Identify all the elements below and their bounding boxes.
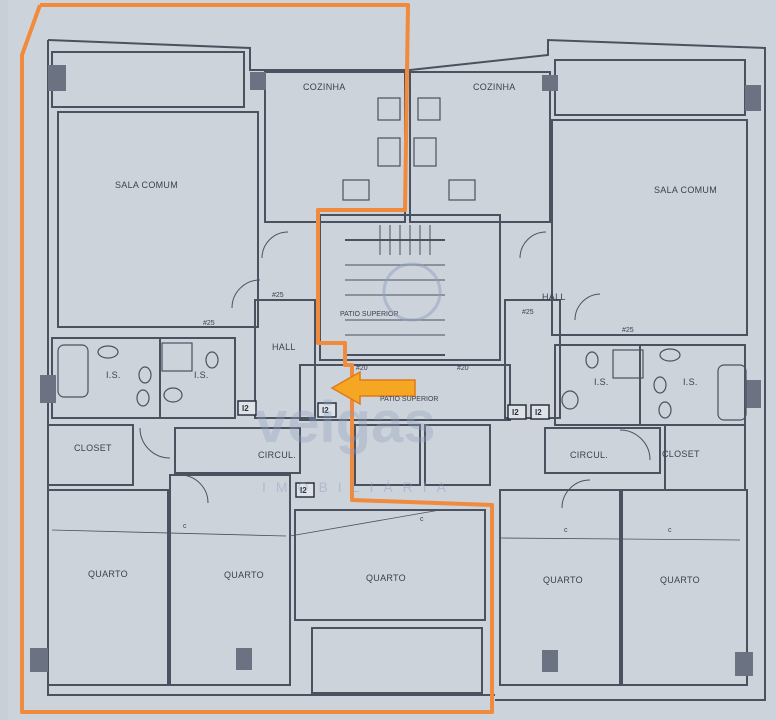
columns [30, 65, 761, 676]
room-label-landing: PATIO SUPERIOR [380, 396, 438, 403]
watermark-globe-icon [382, 262, 442, 322]
stair-treads [345, 225, 445, 336]
room-label-patio: PATIO SUPERIOR [340, 311, 398, 318]
dimension-tag: #25 [622, 327, 634, 334]
fixtures [57, 97, 747, 421]
entrance-arrow [330, 370, 416, 406]
room-label-quarto-1: QUARTO [88, 569, 128, 579]
level-marker: I2 [535, 408, 542, 417]
dimension-lines [51, 509, 741, 541]
room-label-quarto-2: QUARTO [224, 570, 264, 580]
room-label-hall-right: HALL [542, 292, 566, 302]
room-label-closet-left: CLOSET [74, 443, 112, 453]
watermark: veigas IMOBILIÁRIA [255, 262, 456, 495]
level-marker: I2 [300, 486, 307, 495]
dimension-letter: c [564, 527, 568, 534]
room-label-is-right-1: I.S. [594, 377, 609, 387]
level-markers: I2 I2 I2 I2 I2 [237, 400, 550, 498]
unit-highlight-outline [20, 3, 494, 714]
dimension-tag: #25 [522, 309, 534, 316]
room-label-quarto-5: QUARTO [660, 575, 700, 585]
watermark-brand: veigas [255, 390, 436, 455]
dimension-tag: #20 [457, 365, 469, 372]
dimension-tags: #25 #25 #25 #25 #20 #20 [203, 292, 634, 372]
dimension-letters: c c c c [183, 516, 672, 534]
room-label-is-left-1: I.S. [106, 370, 121, 380]
room-label-is-right-2: I.S. [683, 377, 698, 387]
dimension-letter: c [183, 523, 187, 530]
dimension-letter: c [420, 516, 424, 523]
room-label-closet-right: CLOSET [662, 449, 700, 459]
room-label-cozinha-left: COZINHA [303, 82, 346, 92]
dimension-tag: #25 [203, 320, 215, 327]
room-label-sala-left: SALA COMUM [115, 180, 178, 190]
room-label-hall-left: HALL [272, 342, 296, 352]
door-swings [139, 231, 651, 509]
room-labels: COZINHA COZINHA SALA COMUM SALA COMUM HA… [74, 82, 717, 585]
room-label-cozinha-right: COZINHA [473, 82, 516, 92]
level-marker: I2 [242, 404, 249, 413]
room-label-circul-right: CIRCUL. [570, 450, 608, 460]
level-marker: I2 [322, 406, 329, 415]
level-marker: I2 [512, 408, 519, 417]
dimension-letter: c [668, 527, 672, 534]
watermark-subtitle: IMOBILIÁRIA [262, 479, 456, 495]
room-label-quarto-3: QUARTO [366, 573, 406, 583]
room-label-quarto-4: QUARTO [543, 575, 583, 585]
dimension-tag: #20 [356, 365, 368, 372]
room-label-circul-left: CIRCUL. [258, 450, 296, 460]
dimension-tag: #25 [272, 292, 284, 299]
room-label-sala-right: SALA COMUM [654, 185, 717, 195]
room-label-is-left-2: I.S. [194, 370, 209, 380]
